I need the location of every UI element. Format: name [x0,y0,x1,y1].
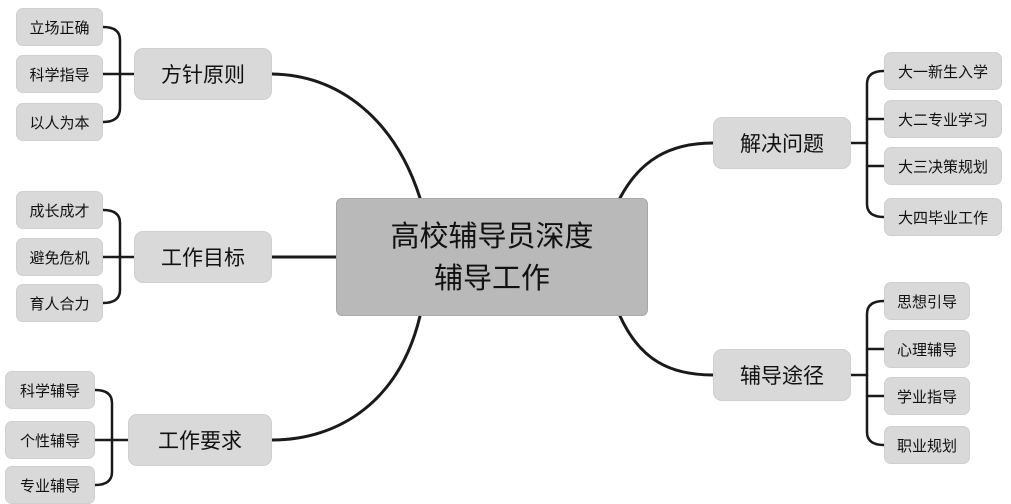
leaf-yiren-weiben: 以人为本 [16,103,103,141]
leaf-gexing-fudao: 个性辅导 [5,421,95,459]
link-root-fangzhen [270,72,422,200]
leaf-bimian-weiji: 避免危机 [16,238,103,276]
root-node: 高校辅导员深度 辅导工作 [336,198,648,316]
branch-fangzhen-yuanze: 方针原则 [134,48,272,100]
leaf-lichang-zhengque: 立场正确 [16,8,103,46]
link-root-tujing [618,314,715,377]
leaf-zhuanye-fudao: 专业辅导 [5,466,95,504]
leaf-xinli-fudao: 心理辅导 [884,330,970,368]
leaf-chengzhang-chengcai: 成长成才 [16,191,103,229]
leaf-kexue-zhidao: 科学指导 [16,55,103,93]
link-root-yaoqiu [270,314,422,442]
leaf-yuren-heli: 育人合力 [16,284,103,322]
root-title-line2: 辅导工作 [433,261,550,295]
leaf-xueye-zhidao: 学业指导 [884,377,970,415]
leaf-sixiang-yindao: 思想引导 [884,282,970,320]
branch-gongzuo-mubiao: 工作目标 [134,231,272,283]
leaf-kexue-fudao: 科学辅导 [5,371,95,409]
leaf-dayi-xinsheng-ruxue: 大一新生入学 [884,52,1002,90]
link-root-wenti [618,141,715,200]
leaf-zhiye-guihua: 职业规划 [884,426,970,464]
branch-gongzuo-yaoqiu: 工作要求 [128,414,272,466]
branch-jiejue-wenti: 解决问题 [713,117,851,169]
leaf-daer-zhuanye-xuexi: 大二专业学习 [884,100,1002,138]
leaf-dasi-biye-gongzuo: 大四毕业工作 [884,198,1002,236]
root-title-line1: 高校辅导员深度 [390,219,594,253]
leaf-dasan-juece-guihua: 大三决策规划 [884,147,1002,185]
branch-fudao-tujing: 辅导途径 [713,349,851,401]
